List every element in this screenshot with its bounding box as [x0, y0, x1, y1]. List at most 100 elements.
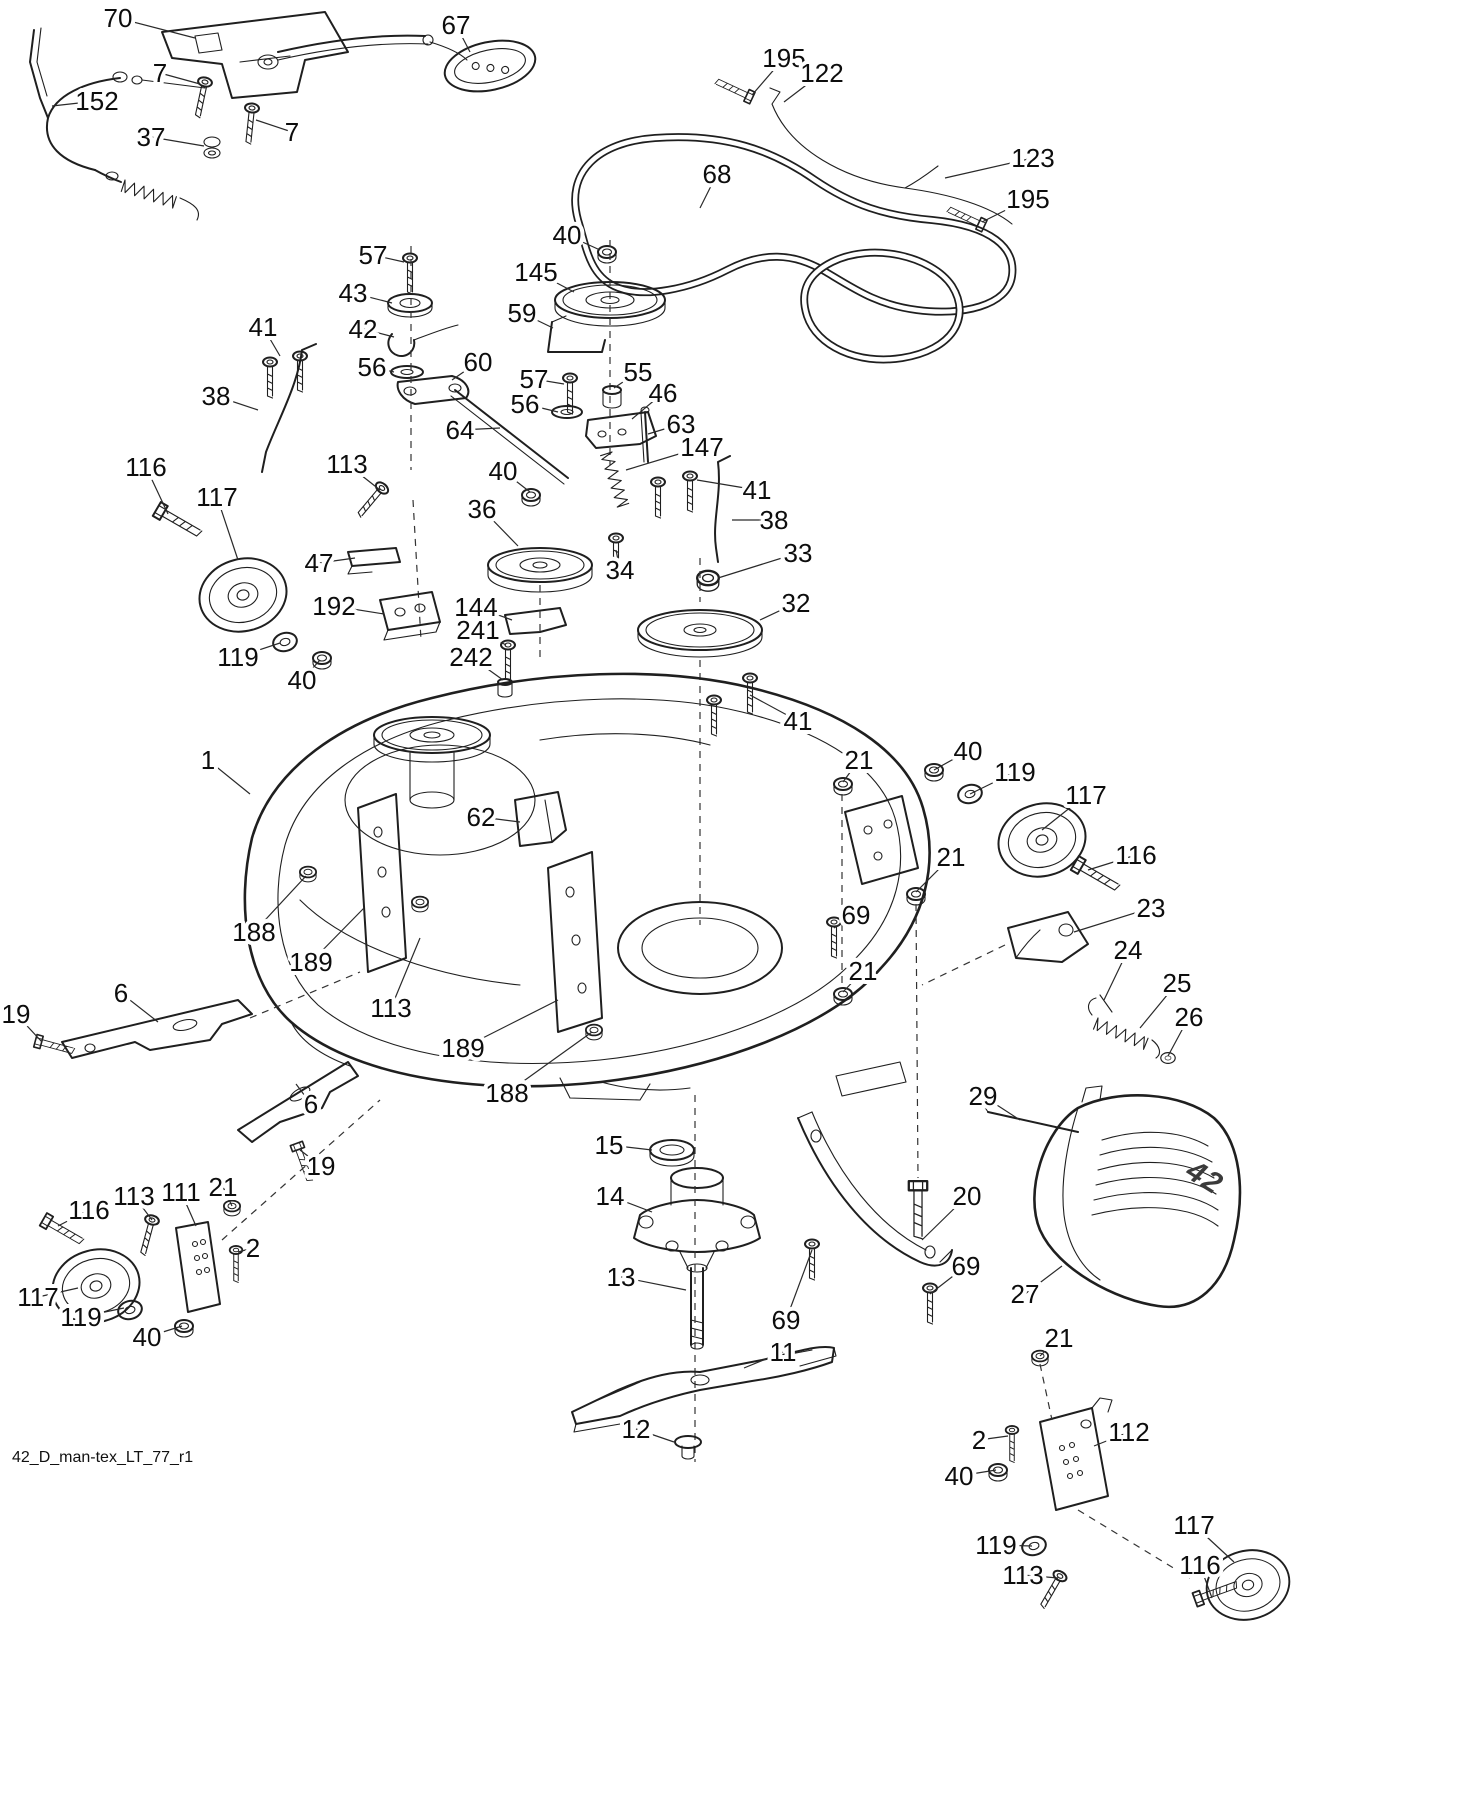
callout-leader-line: [1193, 1524, 1235, 1563]
suspension-rods-38-41: [261, 343, 758, 737]
callout-leader-line: [180, 1191, 197, 1227]
callout-leader-line: [944, 157, 1034, 179]
part-callout-112: 112: [1108, 1417, 1149, 1447]
callout-leader-line: [929, 1265, 967, 1295]
callout-leader-line: [310, 907, 365, 963]
callout-leader-line: [915, 856, 952, 893]
part-callout-40: 40: [288, 665, 317, 695]
callout-leader-line: [981, 198, 1029, 223]
part-callout-116: 116: [1115, 840, 1156, 870]
discharge-cover-27: 42: [1033, 1085, 1242, 1309]
callout-leader-line: [371, 366, 395, 373]
part-callout-113: 113: [326, 449, 367, 479]
part-callout-117: 117: [1065, 780, 1106, 810]
callout-leader-line: [521, 312, 554, 329]
part-callout-38: 38: [760, 505, 789, 535]
callout-leader-line: [785, 1249, 813, 1321]
callout-leader-line: [145, 466, 169, 515]
callout-leader-line: [120, 992, 159, 1023]
screws-7-washer-37: [189, 75, 261, 159]
part-callout-47: 47: [305, 548, 334, 578]
callout-leader-line: [615, 549, 621, 571]
part-callout-23: 23: [1137, 893, 1166, 923]
callout-leader-line: [346, 463, 381, 491]
callout-leader-line: [216, 496, 239, 561]
callout-leader-line: [842, 759, 860, 783]
callout-leader-line: [647, 423, 682, 435]
callout-leader-line: [759, 602, 797, 621]
callout-leader-line: [969, 771, 1016, 795]
part-callout-192: 192: [312, 591, 355, 621]
part-callout-36: 36: [468, 494, 497, 524]
callout-leader-line: [833, 914, 857, 929]
callout-leader-line: [958, 1469, 997, 1477]
part-callout-195: 195: [762, 43, 805, 73]
callout-leader-line: [921, 1195, 968, 1241]
part-callout-69: 69: [772, 1305, 801, 1335]
part-callout-70: 70: [104, 3, 133, 33]
callout-leader-line: [535, 271, 575, 293]
part-callout-57: 57: [359, 240, 388, 270]
callout-leader-line: [150, 136, 205, 147]
part-callout-20: 20: [953, 1181, 982, 1211]
part-callout-68: 68: [703, 159, 732, 189]
callout-leader-line: [477, 629, 507, 646]
callout-leader-line: [475, 606, 513, 621]
callout-leader-line: [57, 1209, 90, 1227]
drawing-id: 42_D_man-tex_LT_77_r1: [12, 1449, 193, 1466]
callout-leader-line: [566, 234, 601, 251]
support-arm-20: [797, 1111, 953, 1325]
part-callout-21: 21: [849, 956, 878, 986]
part-callout-40: 40: [945, 1461, 974, 1491]
callout-leader-line: [253, 875, 307, 933]
part-callout-69: 69: [842, 900, 871, 930]
part-callout-38: 38: [202, 381, 231, 411]
part-callout-21: 21: [937, 842, 966, 872]
callout-leader-line: [717, 552, 799, 579]
gauge-wheel-rear-right: [988, 1349, 1299, 1630]
callout-leader-line: [978, 1435, 1009, 1441]
callout-leader-line: [333, 605, 385, 615]
callout-leader-line: [390, 937, 421, 1009]
part-callout-2: 2: [246, 1233, 260, 1263]
part-callout-24: 24: [1114, 935, 1143, 965]
callout-leader-line: [237, 642, 281, 658]
part-callout-41: 41: [784, 706, 813, 736]
part-callout-119: 119: [975, 1530, 1016, 1560]
part-callout-119: 119: [60, 1302, 101, 1332]
callout-leader-line: [352, 292, 393, 304]
callout-leader-line: [318, 557, 356, 564]
callout-leader-line: [255, 119, 293, 133]
idler-bracket-70: [161, 11, 468, 99]
mandrel-pulley-32: [637, 558, 763, 925]
hanger-brackets-6: [32, 971, 361, 1185]
callout-leader-line: [1039, 1337, 1060, 1357]
part-callout-46: 46: [649, 378, 678, 408]
callout-leader-line: [1024, 1265, 1063, 1295]
part-callout-37: 37: [137, 122, 166, 152]
part-callout-7: 7: [285, 117, 299, 147]
part-callout-241: 241: [456, 615, 499, 645]
callout-leader-line: [301, 659, 321, 681]
part-callout-113: 113: [370, 993, 411, 1023]
callout-leader-line: [783, 72, 823, 103]
callout-leader-line: [1103, 949, 1129, 1001]
deck-size-badge: 42: [1179, 1153, 1229, 1201]
part-callout-21: 21: [1045, 1323, 1074, 1353]
callout-leader-line: [1199, 1564, 1213, 1599]
idler-arm-stack: [387, 246, 470, 641]
part-callout-189: 189: [289, 947, 332, 977]
callout-leader-line: [37, 1287, 79, 1298]
part-callout-2: 2: [972, 1425, 986, 1455]
callout-leader-line: [696, 479, 758, 491]
part-callout-188: 188: [485, 1078, 528, 1108]
callout-leader-line: [480, 816, 521, 823]
callout-leader-line: [51, 100, 98, 107]
part-callout-113: 113: [113, 1181, 154, 1211]
callout-leader-line: [80, 1307, 125, 1318]
part-callout-41: 41: [249, 312, 278, 342]
callout-leader-line: [262, 326, 281, 357]
part-callout-56: 56: [511, 389, 540, 419]
callout-leader-line: [749, 694, 799, 722]
part-callout-33: 33: [784, 538, 813, 568]
